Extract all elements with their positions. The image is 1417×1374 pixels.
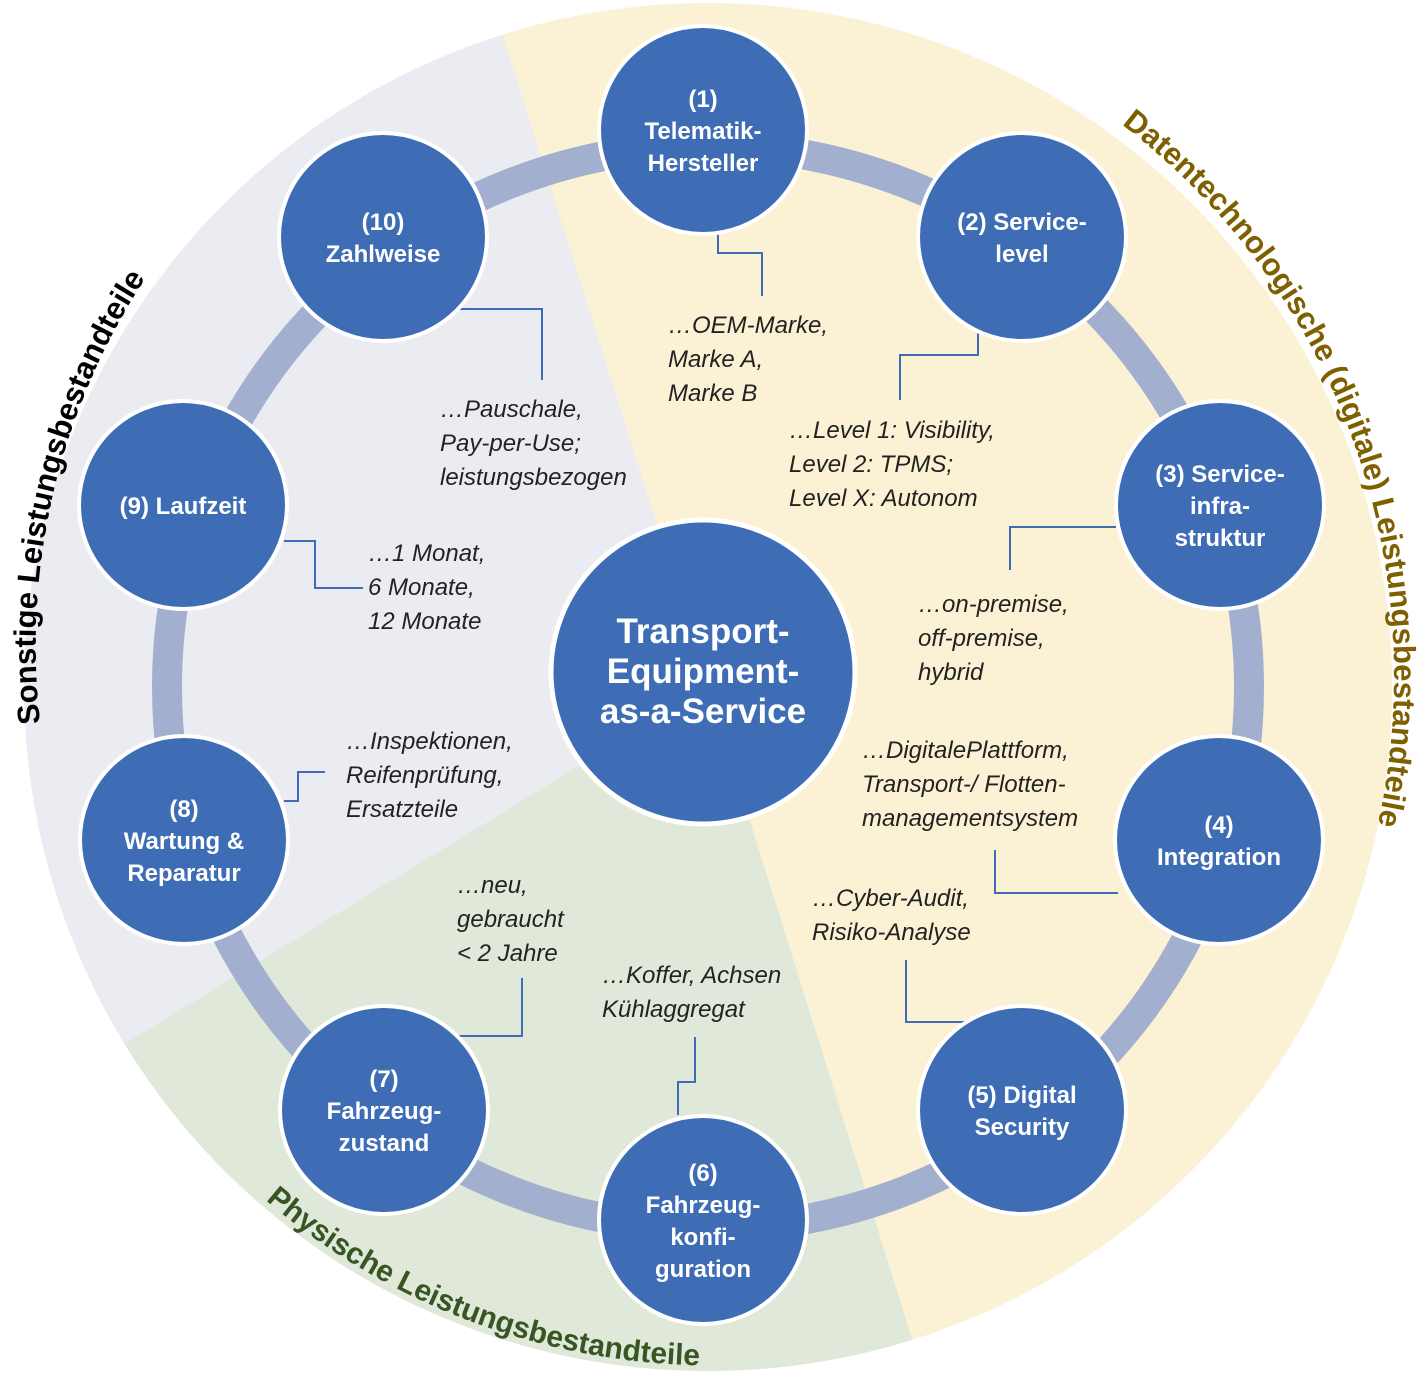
connector-4 (994, 850, 1118, 894)
annotation-1: Marke B (668, 380, 757, 407)
annotation-3: …on-premise, (918, 591, 1069, 618)
node-3-label: struktur (1175, 525, 1266, 552)
node-3: (3) Service-infra-struktur (1114, 399, 1326, 611)
node-7: (7) Fahrzeug-zustand (278, 1004, 490, 1216)
annotation-4: managementsystem (862, 805, 1078, 832)
annotation-8: Ersatzteile (346, 796, 458, 823)
connector-9 (284, 540, 363, 589)
annotation-2: Level X: Autonom (789, 485, 978, 512)
center-node: Transport- Equipment- as-a-Service (548, 517, 858, 827)
connector-3 (1009, 526, 1116, 570)
node-4-label: Integration (1157, 844, 1281, 871)
annotation-3: hybrid (918, 659, 984, 686)
annotation-5: Risiko-Analyse (812, 919, 971, 946)
annotation-10: …Pauschale, (440, 396, 583, 423)
node-5-circle (916, 1004, 1128, 1216)
annotations: …OEM-Marke, Marke A, Marke B …Level 1: Visi… (346, 312, 1078, 1023)
connector-8 (284, 771, 325, 802)
node-9-circle (77, 399, 289, 611)
node-9-label: (9) Laufzeit (120, 493, 247, 520)
node-2-circle (916, 131, 1128, 343)
connector-1 (717, 232, 763, 296)
annotation-10: leistungsbezogen (440, 464, 627, 491)
node-7-label: zustand (339, 1130, 430, 1157)
node-6-circle (597, 1114, 809, 1326)
node-1-label: (1) (688, 86, 717, 113)
annotation-9: 6 Monate, (368, 574, 475, 601)
node-3-label: infra- (1190, 493, 1250, 520)
annotation-4: Transport-/ Flotten- (862, 771, 1066, 798)
annotation-10: Pay-per-Use; (440, 430, 581, 457)
annotation-connectors (284, 232, 1118, 1115)
annotation-8: …Inspektionen, (346, 728, 513, 755)
node-8-circle (78, 734, 290, 946)
digital-sector-background (491, 3, 1392, 1371)
connector-10 (456, 308, 543, 380)
center-title-line-2: Equipment- (607, 652, 799, 691)
center-title-line-3: as-a-Service (600, 692, 806, 731)
annotation-1: …OEM-Marke, (668, 312, 828, 339)
node-1: (1) Telematik- Hersteller (597, 24, 809, 236)
annotation-8: Reifenprüfung, (346, 762, 503, 789)
node-10-label: (10) (362, 209, 405, 236)
annotation-2: Level 2: TPMS; (789, 451, 953, 478)
connector-6 (677, 1037, 696, 1115)
node-6-label: (6) (688, 1160, 717, 1187)
annotation-4: …DigitalePlattform, (862, 737, 1069, 764)
annotation-7: gebraucht (457, 906, 565, 933)
node-7-circle (278, 1004, 490, 1216)
node-10-label: Zahlweise (326, 241, 441, 268)
node-10-circle (277, 131, 489, 343)
center-title-line-1: Transport- (616, 612, 789, 651)
node-2: (2) Service-level (916, 131, 1128, 343)
nodes: (1) Telematik- Hersteller (2) Service-level… (77, 24, 1326, 1326)
annotation-9: 12 Monate (368, 608, 481, 635)
node-6-label: konfi- (670, 1224, 735, 1251)
node-7-label: (7) (369, 1066, 398, 1093)
node-6: (6) Fahrzeug-konfi-guration (597, 1114, 809, 1326)
annotation-7: …neu, (457, 872, 528, 899)
node-1-label: Telematik- (645, 118, 762, 145)
node-2-label: level (995, 241, 1048, 268)
node-1-circle (597, 24, 809, 236)
node-2-label: (2) Service- (957, 209, 1086, 236)
node-8-label: Wartung & (124, 828, 244, 855)
annotation-7: < 2 Jahre (457, 940, 558, 967)
connector-7 (458, 978, 523, 1037)
connector-5 (905, 960, 965, 1023)
annotation-3: off-premise, (918, 625, 1045, 652)
connector-2 (899, 330, 979, 400)
node-4-label: (4) (1204, 812, 1233, 839)
node-8-label: (8) (169, 796, 198, 823)
node-5-label: (5) Digital (967, 1082, 1076, 1109)
node-6-label: Fahrzeug- (646, 1192, 761, 1219)
node-4: (4) Integration (1113, 734, 1325, 946)
annotation-2: …Level 1: Visibility, (789, 417, 995, 444)
annotation-6: Kühlaggregat (602, 996, 746, 1023)
node-7-label: Fahrzeug- (327, 1098, 442, 1125)
node-5-label: Security (975, 1114, 1070, 1141)
node-9: (9) Laufzeit (77, 399, 289, 611)
node-4-circle (1113, 734, 1325, 946)
node-10: (10) Zahlweise (277, 131, 489, 343)
node-6-label: guration (655, 1256, 751, 1283)
node-8-label: Reparatur (127, 860, 240, 887)
annotation-9: …1 Monat, (368, 540, 485, 567)
node-8: (8) Wartung & Reparatur (78, 734, 290, 946)
annotation-6: …Koffer, Achsen (602, 962, 781, 989)
node-1-label: Hersteller (648, 150, 759, 177)
annotation-1: Marke A, (668, 346, 763, 373)
annotation-5: …Cyber-Audit, (812, 885, 969, 912)
node-3-label: (3) Service- (1155, 461, 1284, 488)
node-3-circle (1114, 399, 1326, 611)
